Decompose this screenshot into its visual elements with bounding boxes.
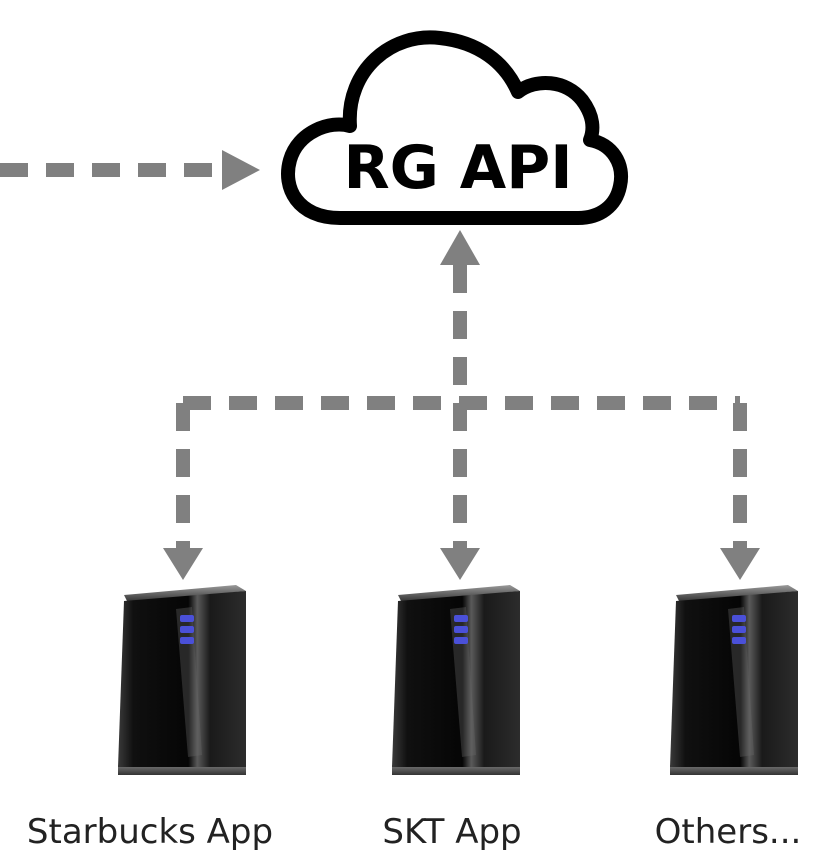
arrowhead-down-icon-skt (440, 548, 480, 580)
arrowhead-down-icon-starbucks (163, 548, 203, 580)
server-icon (392, 585, 520, 775)
server-label-skt: SKT App (382, 812, 521, 852)
server-label-others: Others... (655, 812, 802, 852)
server-others (670, 585, 798, 775)
server-starbucks (118, 585, 246, 775)
server-icon (670, 585, 798, 775)
arrowhead-right-icon (222, 150, 260, 190)
server-icon (118, 585, 246, 775)
arrow-group (0, 163, 747, 548)
arrowhead-up-icon (440, 230, 480, 265)
server-label-starbucks: Starbucks App (27, 812, 273, 852)
cloud-icon: RG API (281, 30, 629, 225)
cloud-label: RG API (343, 133, 572, 203)
arrowhead-down-icon-others (720, 548, 760, 580)
server-skt (392, 585, 520, 775)
